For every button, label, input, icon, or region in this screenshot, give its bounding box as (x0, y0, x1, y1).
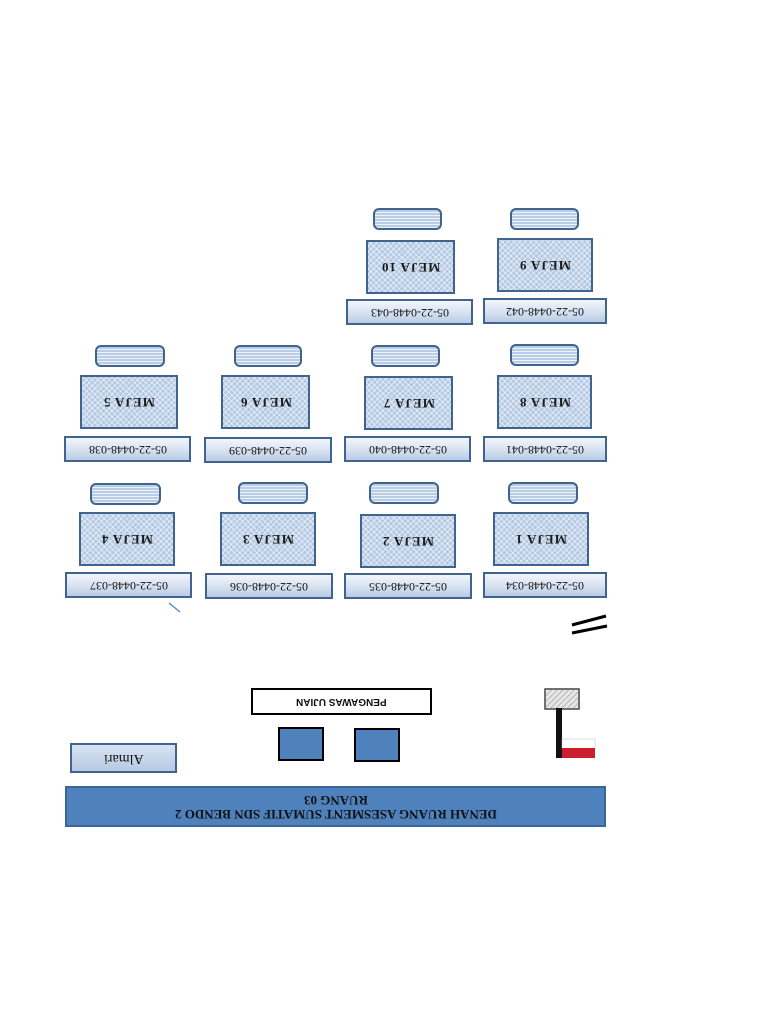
divider-line (168, 602, 181, 613)
desk-meja-7: MEJA 7 (364, 376, 453, 430)
desk-label: MEJA 1 (515, 532, 567, 547)
chair (371, 345, 440, 367)
chair (90, 483, 161, 505)
desk-label: MEJA 9 (519, 258, 571, 273)
seat-number: 05-22-0448-035 (369, 579, 447, 594)
seat-label: 05-22-0448-037 (65, 572, 192, 598)
seat-number: 05-22-0448-041 (506, 442, 584, 457)
chair (234, 345, 302, 367)
desk-meja-4: MEJA 4 (79, 512, 175, 566)
chair (373, 208, 442, 230)
door-icon (571, 614, 608, 635)
seat-label: 05-22-0448-041 (483, 436, 607, 462)
supervisor-label: PENGAWAS UJIAN (296, 696, 387, 707)
desk-label: MEJA 2 (382, 534, 434, 549)
almari-label: Almari (103, 751, 144, 766)
seat-number: 05-22-0448-036 (230, 579, 308, 594)
chair (510, 344, 579, 366)
title-line-2: RUANG 03 (303, 792, 368, 808)
seat-label: 05-22-0448-036 (205, 573, 333, 599)
desk-meja-9: MEJA 9 (497, 238, 593, 292)
seat-number: 05-22-0448-043 (370, 305, 449, 320)
almari-cabinet: Almari (70, 743, 177, 773)
seat-label: 05-22-0448-040 (344, 436, 471, 462)
seat-label: 05-22-0448-039 (204, 437, 332, 463)
desk-label: MEJA 10 (380, 260, 441, 275)
desk-meja-6: MEJA 6 (221, 375, 310, 429)
desk-meja-3: MEJA 3 (220, 512, 316, 566)
desk-label: MEJA 8 (518, 395, 571, 410)
seat-label: 05-22-0448-042 (483, 298, 607, 324)
seat-label: 05-22-0448-038 (64, 436, 191, 462)
seat-number: 05-22-0448-034 (506, 578, 584, 593)
seat-number: 05-22-0448-040 (368, 442, 447, 457)
desk-meja-10: MEJA 10 (366, 240, 455, 294)
desk-label: MEJA 4 (101, 532, 153, 547)
seat-number: 05-22-0448-042 (506, 304, 584, 319)
desk-label: MEJA 3 (242, 532, 294, 547)
desk-meja-1: MEJA 1 (493, 512, 589, 566)
supervisor-chair (354, 728, 400, 762)
desk-meja-2: MEJA 2 (360, 514, 456, 568)
page-title: DENAH RUANG ASESMENT SUMATIF SDN BENDO 2… (65, 786, 606, 827)
supervisor-desk: PENGAWAS UJIAN (251, 688, 432, 715)
chair (238, 482, 308, 504)
seat-number: 05-22-0448-037 (89, 578, 168, 593)
desk-label: MEJA 5 (103, 395, 155, 410)
chair (508, 482, 578, 504)
supervisor-chair (278, 727, 324, 761)
chair (510, 208, 579, 230)
title-line-1: DENAH RUANG ASESMENT SUMATIF SDN BENDO 2 (174, 806, 497, 822)
desk-label: MEJA 7 (382, 396, 435, 411)
chair (369, 482, 439, 504)
chair (95, 345, 165, 367)
seat-number: 05-22-0448-038 (88, 442, 167, 457)
desk-label: MEJA 6 (239, 395, 292, 410)
desk-meja-8: MEJA 8 (497, 375, 592, 429)
seat-number: 05-22-0448-039 (229, 443, 307, 458)
desk-meja-5: MEJA 5 (80, 375, 178, 429)
seat-label: 05-22-0448-035 (344, 573, 472, 599)
seat-label: 05-22-0448-043 (346, 299, 473, 325)
flag-icon (544, 688, 596, 758)
seat-label: 05-22-0448-034 (483, 572, 607, 598)
